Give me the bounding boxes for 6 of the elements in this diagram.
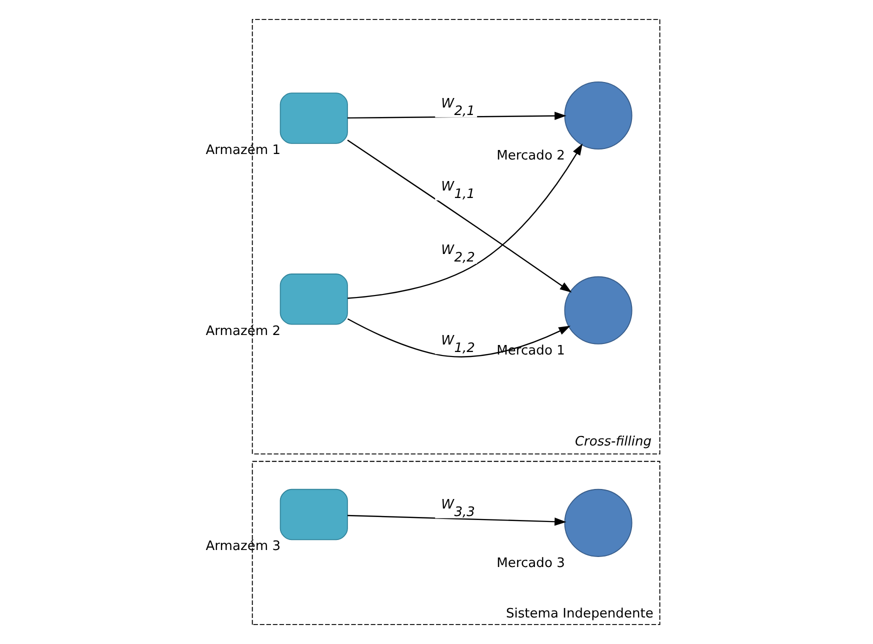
node-label: Armazém 3 (206, 539, 281, 554)
node-label: Armazém 1 (206, 142, 281, 158)
node-label: Armazém 2 (206, 324, 281, 339)
node-label: Mercado 1 (496, 343, 565, 358)
node-label: Mercado 3 (496, 556, 565, 571)
node-label: Mercado 2 (496, 148, 565, 164)
